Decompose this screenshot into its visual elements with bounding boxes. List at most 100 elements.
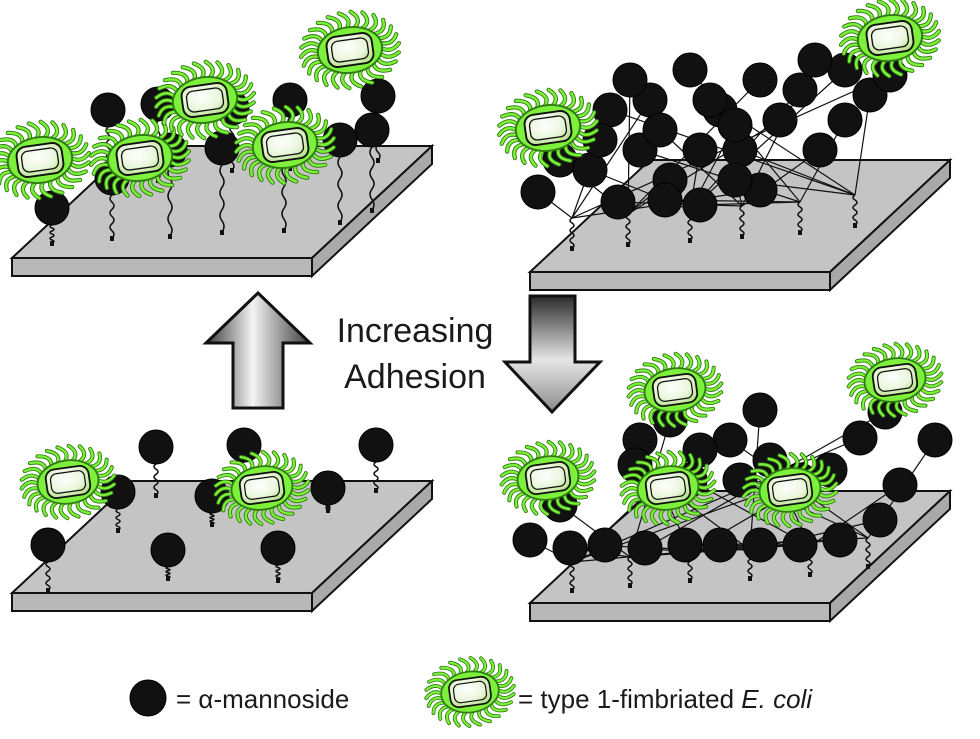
linker-chain <box>209 512 215 525</box>
mannoside-ball <box>797 42 833 78</box>
mannoside-ball <box>354 112 390 148</box>
ecoli-icon <box>88 117 192 199</box>
panel-dendrimer-dense <box>496 0 953 293</box>
surface-front <box>11 592 313 612</box>
linker-anchor <box>808 572 812 577</box>
linker-anchor <box>570 246 574 251</box>
mannoside-ball <box>782 527 818 563</box>
linker-anchor <box>374 488 378 493</box>
linker-anchor <box>288 166 292 171</box>
ecoli-icon <box>298 9 402 91</box>
mannoside-ball <box>150 532 186 568</box>
mannoside-ball <box>512 522 548 558</box>
linker-anchor <box>46 588 50 593</box>
linker-chain <box>865 537 871 567</box>
linker-chain <box>337 156 343 223</box>
panel-monovalent-sparse <box>9 427 435 614</box>
mannoside-ball <box>667 527 703 563</box>
linker-anchor <box>866 564 870 569</box>
mannoside-ball <box>882 467 918 503</box>
linker-chain <box>109 194 115 239</box>
mannoside-ball <box>672 52 708 88</box>
linker-chain <box>115 508 121 531</box>
ecoli-icon <box>499 439 597 517</box>
mannoside-ball <box>100 474 136 510</box>
linker-chain <box>852 194 858 226</box>
mannoside-ball <box>717 162 753 198</box>
mannoside-ball <box>827 102 863 138</box>
mannoside-ball <box>552 530 588 566</box>
ecoli-icon <box>741 451 839 529</box>
mannoside-ball <box>360 78 396 114</box>
linker-chain <box>165 566 171 579</box>
linker-anchor <box>376 158 380 163</box>
mannoside-ball <box>782 72 818 108</box>
mannoside-ball <box>742 527 778 563</box>
linker-anchor <box>370 208 374 213</box>
ecoli-icon <box>213 449 311 527</box>
mannoside-ball <box>762 102 798 138</box>
linker-chain <box>627 556 633 586</box>
dendrimer-branch <box>571 99 651 219</box>
mannoside-ball <box>692 82 728 118</box>
linker-anchor <box>326 508 330 513</box>
mannoside-ball <box>587 527 623 563</box>
linker-anchor <box>210 522 214 527</box>
linker-anchor <box>282 228 286 233</box>
linker-chain <box>49 224 55 244</box>
mannoside-ball <box>260 530 296 566</box>
mannoside-ball <box>647 182 683 218</box>
ecoli-icon <box>19 443 117 521</box>
linker-anchor <box>798 230 802 235</box>
mannoside-ball <box>802 132 838 168</box>
mannoside-ball <box>627 530 663 566</box>
ecoli-icon <box>619 449 717 527</box>
linker-anchor <box>626 242 630 247</box>
surface-side <box>311 478 433 614</box>
dendrimer-branch <box>689 69 846 211</box>
linker-chain <box>281 164 287 231</box>
linker-anchor <box>338 220 342 225</box>
panel-monovalent-dense <box>0 9 435 279</box>
mannoside-ball <box>842 420 878 456</box>
ecoli-icon <box>424 655 516 729</box>
linker-anchor <box>748 576 752 581</box>
surface-front <box>529 271 831 291</box>
legend-mannoside-label: = α-mannoside <box>176 684 350 714</box>
mannoside-ball <box>358 427 394 463</box>
linker-anchor <box>50 241 54 246</box>
increasing-adhesion-label: Increasing Adhesion <box>320 308 510 400</box>
mannoside-ball <box>822 522 858 558</box>
mannoside-ball <box>917 422 953 458</box>
mannoside-ball <box>742 62 778 98</box>
linker-chain <box>373 461 379 491</box>
legend-ecoli-label: = type 1-fimbriated E. coli <box>518 684 812 714</box>
linker-anchor <box>110 236 114 241</box>
mannoside-ball <box>90 92 126 128</box>
linker-chain <box>375 112 381 161</box>
ecoli-icon <box>0 119 92 201</box>
mannoside-ball <box>862 502 898 538</box>
linker-chain <box>369 146 375 211</box>
surface-side <box>829 488 951 624</box>
ecoli-icon <box>626 351 724 429</box>
mannoside-ball <box>722 462 758 498</box>
legend-ecoli-species: E. coli <box>741 684 813 714</box>
linker-chain <box>45 561 51 591</box>
linker-chain <box>325 504 331 511</box>
linker-chain <box>153 463 159 496</box>
linker-anchor <box>276 578 280 583</box>
mannoside-ball <box>682 132 718 168</box>
legend-icons <box>129 655 516 729</box>
mannoside-ball <box>642 112 678 148</box>
legend-ecoli-prefix: = type 1-fimbriated <box>518 684 742 714</box>
mannoside-ball <box>129 679 167 717</box>
linker-anchor <box>166 576 170 581</box>
mannoside-ball <box>520 174 556 210</box>
mannoside-ball <box>138 429 174 465</box>
mannoside-ball <box>310 470 346 506</box>
linker-anchor <box>570 588 574 593</box>
linker-anchor <box>154 493 158 498</box>
surface-front <box>529 602 831 622</box>
